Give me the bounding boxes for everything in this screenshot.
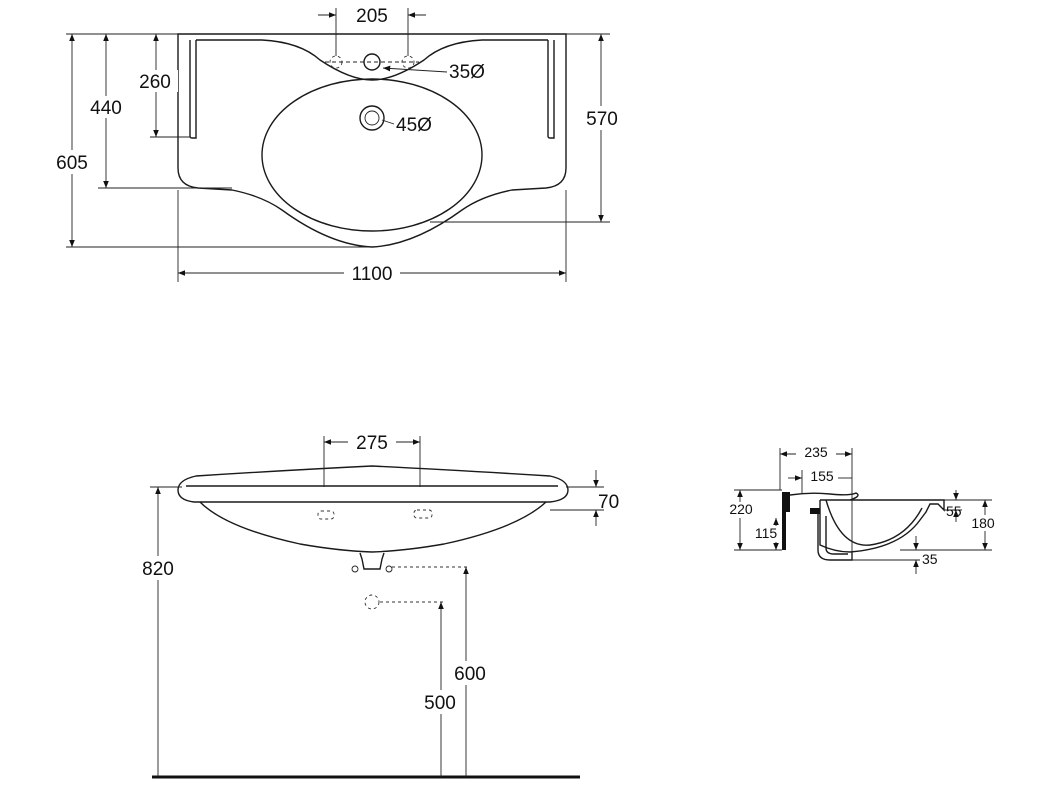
dim-220: 220 xyxy=(729,501,753,517)
dim-205: 205 xyxy=(356,6,388,27)
left-rim-line xyxy=(189,40,197,139)
side-wall-bracket xyxy=(782,492,790,550)
dim-275: 275 xyxy=(356,433,388,454)
dim-235: 235 xyxy=(804,444,828,460)
front-drain xyxy=(359,552,385,570)
dim-35: 35 xyxy=(922,551,938,567)
bowl-ellipse xyxy=(261,78,483,232)
side-view: 235 155 220 115 55 180 35 xyxy=(725,444,1000,574)
trap-outlet xyxy=(364,594,380,610)
dim-55: 55 xyxy=(946,503,962,519)
rim-curve xyxy=(196,39,548,81)
basin-top-outline xyxy=(177,33,567,248)
dim-260: 260 xyxy=(139,72,171,93)
dim-45-dia: 45Ø xyxy=(396,115,432,136)
top-view: 205 35Ø 45Ø 260 440 605 570 xyxy=(48,6,626,285)
dim-820: 820 xyxy=(142,559,174,580)
right-rim-line xyxy=(547,40,555,139)
dim-440: 440 xyxy=(90,98,122,119)
dim-500: 500 xyxy=(424,693,456,714)
front-view: 275 70 820 600 500 xyxy=(134,432,619,779)
dim-600: 600 xyxy=(454,664,486,685)
side-deck xyxy=(789,492,859,501)
dim-1100: 1100 xyxy=(352,264,393,285)
drain-hole xyxy=(359,105,385,131)
dim-605: 605 xyxy=(56,153,88,174)
front-bowl xyxy=(199,501,547,553)
dim-180: 180 xyxy=(971,515,995,531)
dim-155: 155 xyxy=(810,468,834,484)
side-drain-pipe xyxy=(817,510,853,561)
dim-115: 115 xyxy=(755,525,778,541)
dim-35-dia: 35Ø xyxy=(449,62,485,83)
side-bowl xyxy=(819,499,945,553)
dim-570: 570 xyxy=(586,109,618,130)
dim-70: 70 xyxy=(598,492,619,513)
front-rim xyxy=(177,465,569,503)
